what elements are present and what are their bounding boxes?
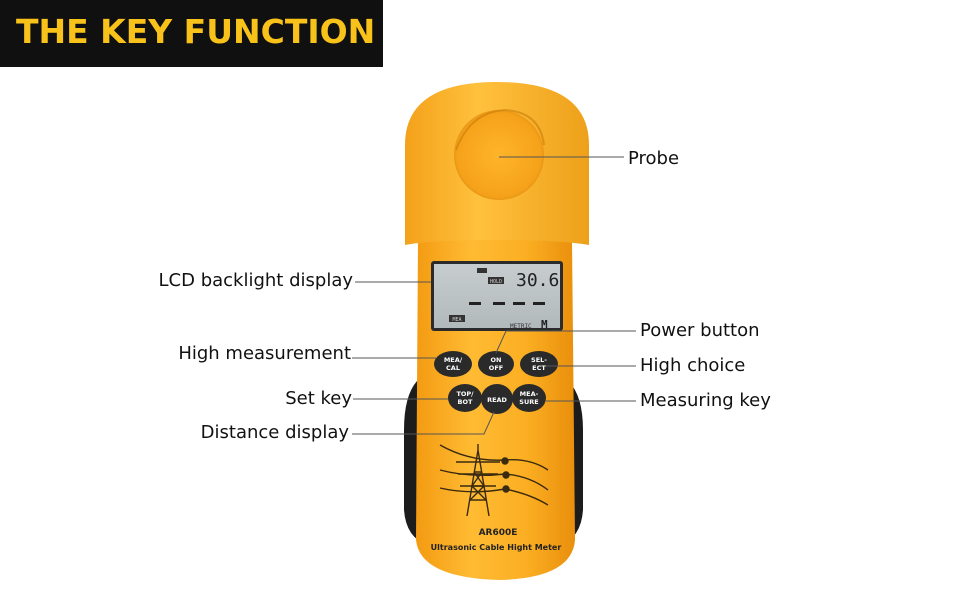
probe-opening [454, 110, 544, 200]
power-pylon-illustration [439, 444, 549, 517]
model-number: AR600E [479, 528, 518, 538]
lcd-reading: 30.6 [516, 270, 559, 291]
callout-probe: Probe [628, 148, 680, 169]
lcd-hold: HOLD [490, 279, 502, 285]
lcd-unit: M [541, 318, 548, 331]
lcd-mode: MEA [452, 317, 461, 323]
svg-text:CAL: CAL [446, 364, 460, 372]
callout-set-key: Set key [285, 388, 352, 409]
on-off-button[interactable]: ON OFF [478, 351, 514, 377]
svg-text:READ: READ [487, 396, 507, 404]
mea-cal-button[interactable]: MEA/ CAL [434, 351, 472, 377]
top-bot-button[interactable]: TOP/ BOT [448, 384, 482, 412]
callout-distance-display: Distance display [200, 422, 349, 443]
callout-high-measurement: High measurement [178, 343, 351, 364]
callout-power-button: Power button [640, 320, 760, 341]
svg-text:SURE: SURE [519, 398, 538, 406]
svg-text:MEA-: MEA- [520, 390, 539, 398]
svg-text:ECT: ECT [532, 364, 546, 372]
lcd-unit-system: METRIC [510, 323, 532, 330]
select-button[interactable]: SEL- ECT [520, 351, 558, 377]
banner-title: THE KEY FUNCTION [16, 12, 376, 51]
lcd-dashes [469, 302, 545, 305]
callout-high-choice: High choice [640, 355, 746, 376]
svg-text:SEL-: SEL- [531, 356, 547, 364]
device-name: Ultrasonic Cable Hight Meter [431, 543, 562, 552]
callout-lines [352, 156, 636, 435]
lcd-display: 30.6 HOLD MEA METRIC M [431, 261, 563, 331]
svg-text:TOP/: TOP/ [456, 390, 474, 398]
measure-button[interactable]: MEA- SURE [512, 384, 546, 412]
svg-text:MEA/: MEA/ [444, 356, 463, 364]
callout-lcd-backlight: LCD backlight display [158, 270, 353, 291]
svg-text:OFF: OFF [489, 364, 503, 372]
svg-text:BOT: BOT [458, 398, 473, 406]
callout-measuring-key: Measuring key [640, 390, 771, 411]
read-button[interactable]: READ [481, 384, 513, 414]
title-banner: THE KEY FUNCTION [0, 0, 383, 67]
svg-text:ON: ON [491, 356, 502, 364]
